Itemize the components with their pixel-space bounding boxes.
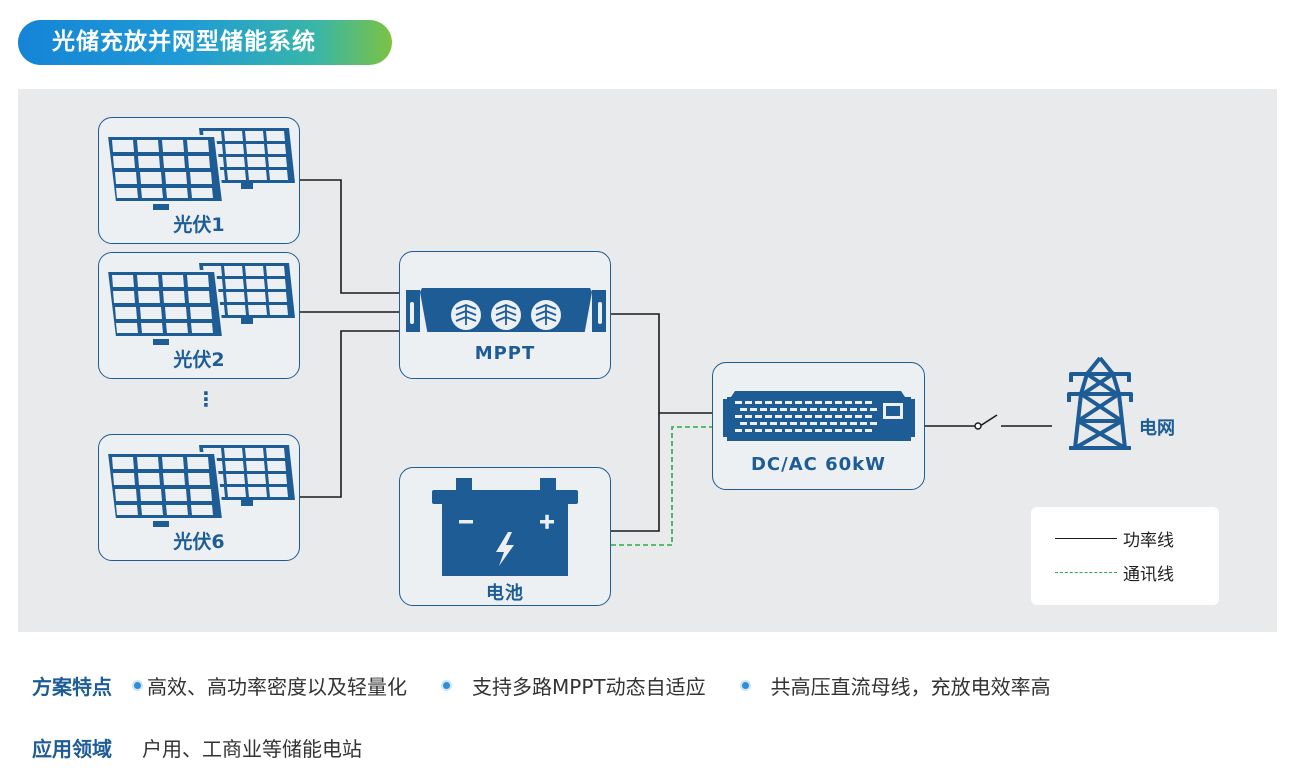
- mppt-box: MPPT: [399, 251, 611, 379]
- battery-label: 电池: [486, 583, 524, 604]
- solar-panel-icon: [105, 263, 295, 345]
- feature-item: 支持多路MPPT动态自适应: [407, 671, 706, 700]
- pv-box-2: 光伏2: [98, 252, 300, 379]
- inverter-device-icon: [723, 391, 915, 441]
- pv-label-6: 光伏6: [173, 531, 225, 553]
- bullet-icon: [741, 681, 749, 689]
- power-line-mppt-out: [611, 313, 714, 414]
- pv-box-6: 光伏6: [98, 434, 300, 561]
- comm-line-battery: [611, 426, 714, 546]
- solar-panel-icon: [105, 128, 295, 210]
- legend-item-comm: 通讯线: [1055, 560, 1174, 585]
- mppt-label: MPPT: [474, 343, 536, 364]
- inverter-box: DC/AC 60kW: [712, 362, 925, 490]
- battery-box: 电池: [399, 467, 611, 606]
- feature-text: 支持多路MPPT动态自适应: [472, 674, 706, 699]
- inverter-label: DC/AC 60kW: [750, 454, 886, 475]
- legend-label-power: 功率线: [1123, 530, 1174, 551]
- bullet-icon: [134, 681, 141, 689]
- switch-blade: [979, 414, 998, 427]
- page-title: 光储充放并网型储能系统: [18, 20, 392, 65]
- legend-swatch-comm: [1055, 571, 1117, 573]
- features-row: 方案特点 高效、高功率密度以及轻量化 支持多路MPPT动态自适应 共高压直流母线…: [32, 670, 1051, 700]
- bullet-icon: [443, 681, 450, 689]
- power-line-pv1: [300, 179, 405, 294]
- applications-heading: 应用领域: [32, 736, 112, 761]
- grid-label: 电网: [1139, 418, 1175, 439]
- pv-ellipsis: ⋮: [196, 387, 216, 411]
- feature-text: 高效、高功率密度以及轻量化: [147, 674, 407, 699]
- power-line-pv6: [300, 330, 405, 498]
- feature-item: 高效、高功率密度以及轻量化: [134, 671, 407, 700]
- legend: 功率线 通讯线: [1031, 507, 1219, 605]
- applications-row: 应用领域 户用、工商业等储能电站: [32, 732, 362, 762]
- legend-swatch-power: [1055, 537, 1117, 539]
- mppt-device-icon: [406, 288, 606, 332]
- feature-text: 共高压直流母线，充放电效率高: [770, 674, 1051, 699]
- legend-item-power: 功率线: [1055, 526, 1174, 551]
- power-line-battery: [611, 413, 660, 532]
- pv-label-2: 光伏2: [173, 349, 225, 371]
- battery-icon: [432, 478, 578, 576]
- feature-item: 共高压直流母线，充放电效率高: [706, 671, 1051, 700]
- pv-label-1: 光伏1: [173, 214, 225, 236]
- power-tower-icon: [1067, 356, 1133, 450]
- pv-box-1: 光伏1: [98, 117, 300, 244]
- switch-pivot: [974, 422, 982, 430]
- solar-panel-icon: [105, 445, 295, 527]
- features-heading: 方案特点: [32, 674, 112, 699]
- legend-label-comm: 通讯线: [1123, 564, 1174, 585]
- applications-text: 户用、工商业等储能电站: [142, 736, 362, 761]
